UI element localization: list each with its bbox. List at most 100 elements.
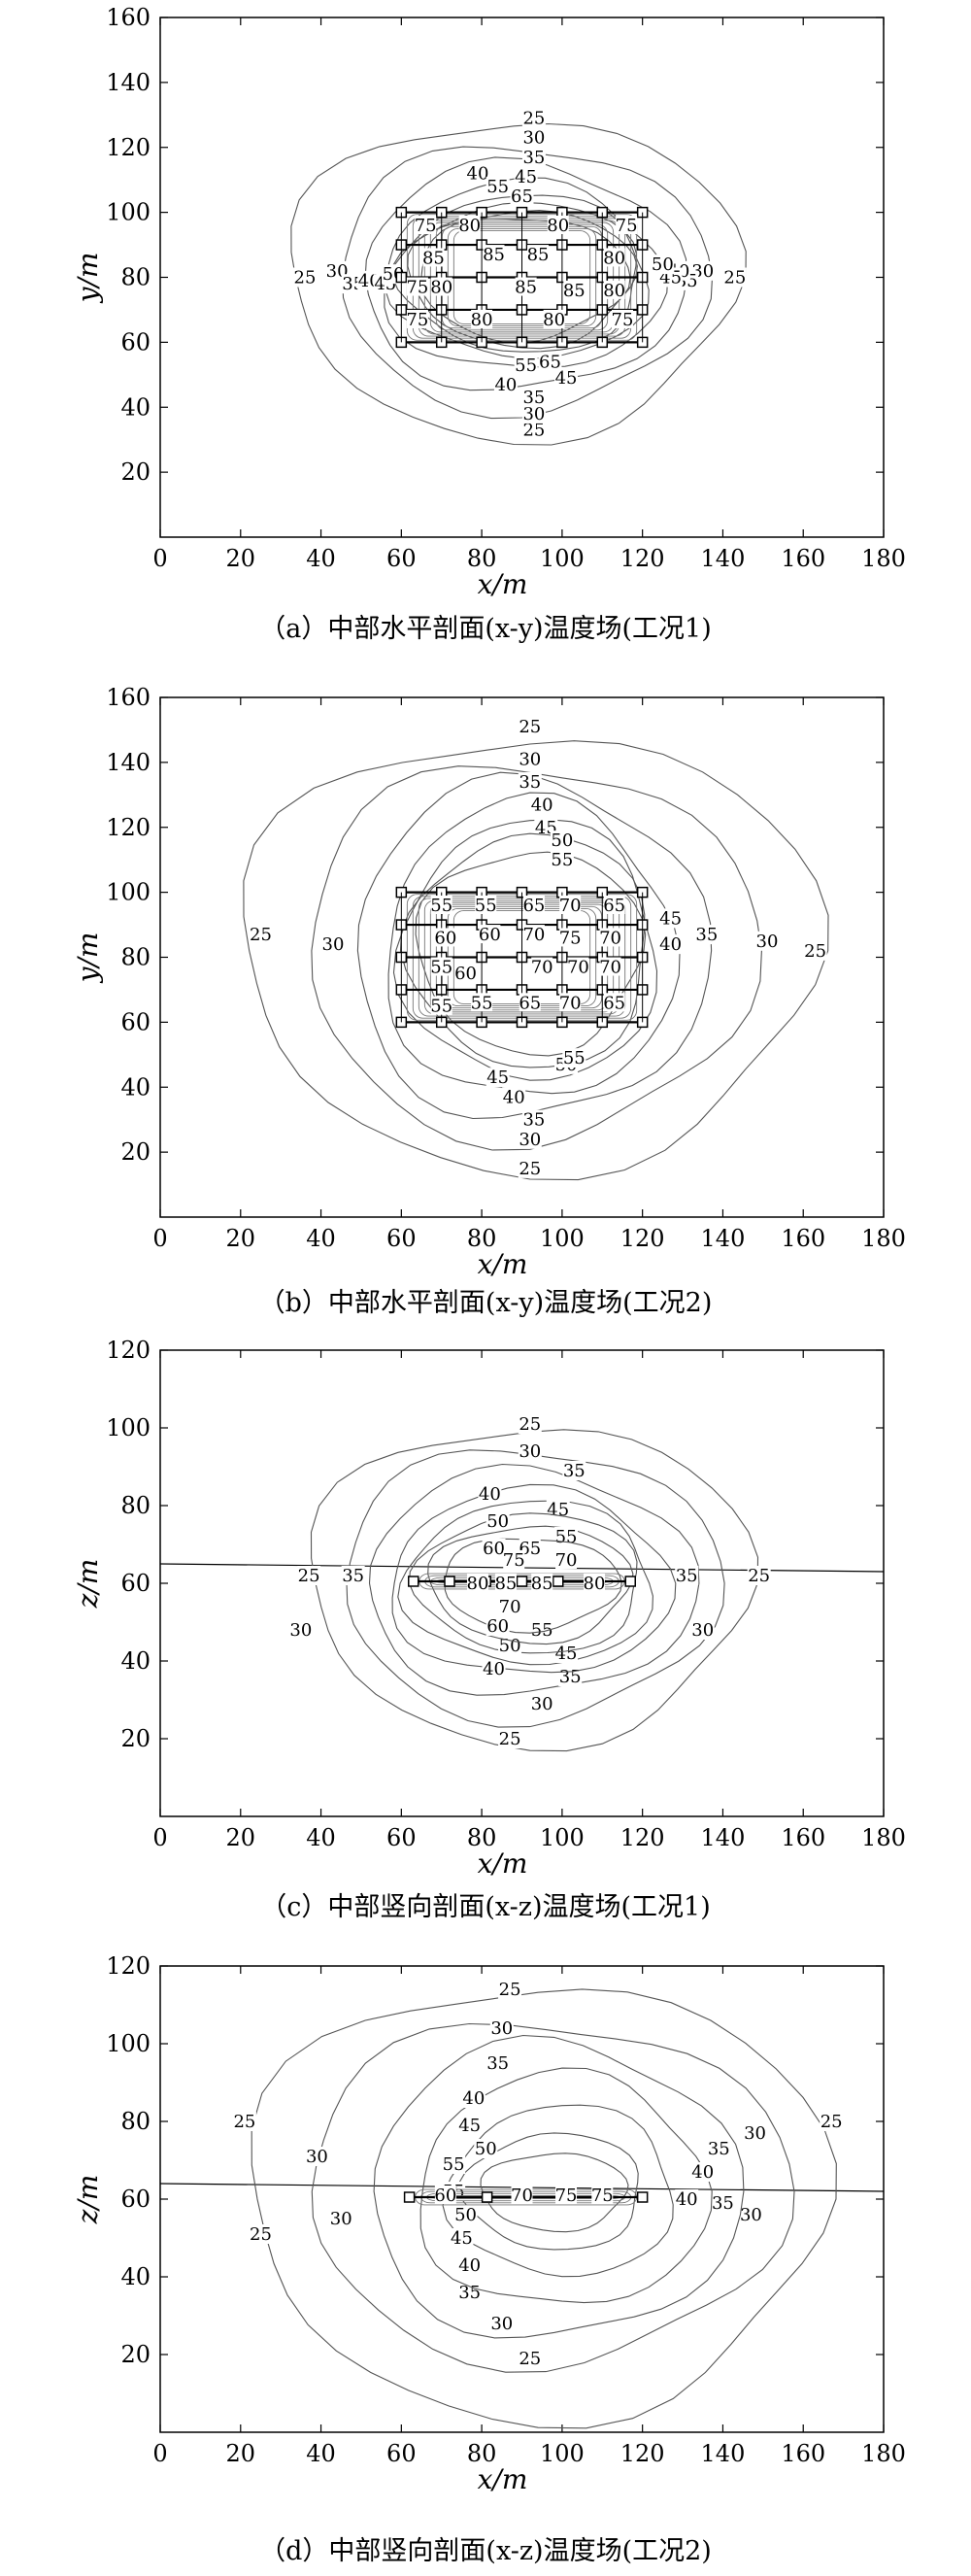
contour-line <box>311 2022 795 2373</box>
contour-label: 30 <box>691 1620 714 1641</box>
x-tick-label: 180 <box>861 1225 906 1252</box>
contour-label: 55 <box>515 356 537 376</box>
x-tick-label: 160 <box>781 2440 825 2467</box>
contour-label-bg <box>803 940 827 961</box>
x-tick-label: 60 <box>386 1824 417 1851</box>
y-tick-label: 100 <box>106 2030 151 2057</box>
contour-line <box>415 851 647 1057</box>
contour-label: 30 <box>744 2123 766 2144</box>
contour-label: 55 <box>555 1527 578 1547</box>
inner-contour-label: 65 <box>522 896 545 916</box>
pipe-node <box>444 1576 455 1587</box>
contour-label-bg <box>518 1158 542 1178</box>
x-tick-label: 120 <box>620 2440 665 2467</box>
inner-label-bg <box>555 2186 578 2204</box>
contour-line <box>391 1483 677 1674</box>
contour-label-bg <box>461 2088 486 2108</box>
contour-label: 35 <box>712 2193 734 2214</box>
x-tick-label: 40 <box>306 1225 336 1252</box>
contour-label: 50 <box>551 830 573 851</box>
inner-contour-label: 85 <box>515 278 537 298</box>
inner-label-bg <box>563 280 586 299</box>
contour-line <box>427 1525 634 1645</box>
contour-label: 35 <box>559 1667 582 1687</box>
x-tick-label: 100 <box>540 1824 585 1851</box>
inner-label-bg <box>499 1597 521 1615</box>
contour-label-bg <box>474 2139 498 2158</box>
contour-label: 25 <box>820 2112 843 2132</box>
inner-contour-label: 55 <box>430 997 452 1017</box>
contour-label-bg <box>457 2255 482 2275</box>
x-tick-label: 100 <box>540 2440 585 2467</box>
contour-label-bg <box>694 925 719 945</box>
contour-line <box>387 792 681 1095</box>
inner-label-bg <box>603 993 625 1012</box>
inner-label-bg <box>559 993 582 1012</box>
inner-contour-label: 80 <box>547 216 569 236</box>
contour-label-bg <box>489 2018 514 2038</box>
contour-line <box>368 1463 700 1696</box>
contour-label-bg <box>521 147 546 167</box>
x-tick-label: 40 <box>306 1824 336 1851</box>
inner-contour-label: 80 <box>603 248 625 268</box>
y-tick-label: 60 <box>120 2186 151 2213</box>
x-tick-label: 140 <box>701 2440 746 2467</box>
inner-label-bg <box>559 928 582 947</box>
contour-label-bg <box>249 925 273 945</box>
inner-label-bg <box>406 277 428 296</box>
contour-label-bg <box>747 1566 771 1585</box>
contour-label: 30 <box>740 2205 762 2225</box>
contour-label-bg <box>521 1109 546 1130</box>
x-tick-label: 0 <box>152 1824 167 1851</box>
contour-label: 30 <box>519 1441 541 1462</box>
contour-label-bg <box>739 2205 763 2224</box>
contour-label-bg <box>341 1566 365 1585</box>
contour-line <box>373 2034 745 2339</box>
contour-label-bg <box>675 1566 699 1585</box>
contour-label-bg <box>442 2154 466 2174</box>
contour-label-bg <box>489 2314 514 2333</box>
x-tick-label: 20 <box>226 2440 256 2467</box>
inner-contour-label: 60 <box>434 928 456 948</box>
contour-label-bg <box>486 1068 510 1088</box>
contour-label: 35 <box>519 772 541 793</box>
contour-label: 25 <box>519 717 541 737</box>
inner-label-bg <box>519 1539 541 1557</box>
y-tick-label: 20 <box>120 1138 151 1166</box>
contour-label-bg <box>249 2224 273 2244</box>
contour-label-bg <box>486 176 510 196</box>
inner-label-bg <box>522 896 545 914</box>
inner-label-bg <box>515 277 537 296</box>
contour-label-bg <box>530 1694 554 1713</box>
contour-line <box>399 832 646 1068</box>
contour-label: 40 <box>479 1484 501 1505</box>
inner-contour-label: 60 <box>454 964 477 984</box>
contour-label: 30 <box>322 934 345 955</box>
pipe-node <box>481 2191 493 2203</box>
inner-contour-label: 70 <box>599 928 621 948</box>
y-tick-label: 120 <box>106 134 151 161</box>
inner-contour-label: 75 <box>616 216 638 236</box>
inner-contour-label: 55 <box>430 958 452 978</box>
inner-contour-label: 70 <box>559 993 582 1013</box>
contour-line <box>397 1500 653 1666</box>
contour-label-bg <box>518 1414 542 1434</box>
contour-label: 35 <box>708 2139 730 2159</box>
contour-label-bg <box>465 163 489 184</box>
x-tick-label: 140 <box>701 1824 746 1851</box>
contour-label: 35 <box>695 925 718 945</box>
panel-caption: （a）中部水平剖面(x-y)温度场(工况1) <box>259 614 712 644</box>
y-tick-label: 140 <box>106 69 151 96</box>
contour-label-bg <box>478 1484 502 1504</box>
contour-label-bg <box>453 2205 478 2224</box>
y-tick-label: 40 <box>120 1647 151 1675</box>
y-tick-label: 100 <box>106 199 151 226</box>
contour-label: 40 <box>467 164 489 185</box>
inner-contour-label: 85 <box>531 1574 553 1594</box>
contour-label-bg <box>232 2112 256 2131</box>
contour-label: 30 <box>519 1130 541 1150</box>
